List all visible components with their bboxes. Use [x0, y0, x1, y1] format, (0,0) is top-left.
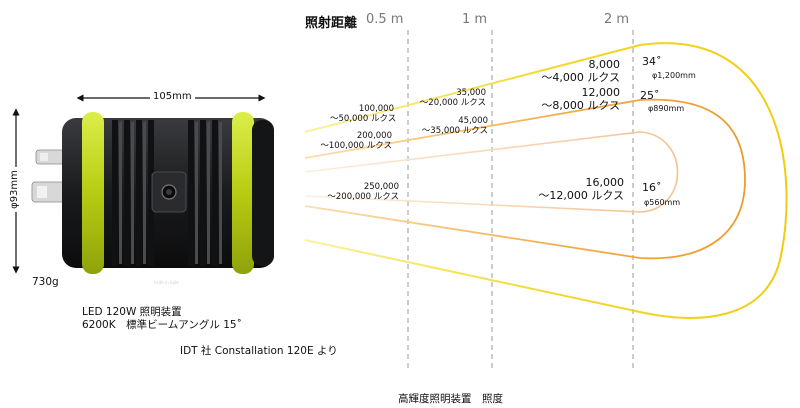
lamp-source: IDT 社 Constallation 120E より — [180, 345, 338, 357]
lamp-weight: 730g — [32, 276, 59, 288]
brand-tagline: truth in light — [154, 280, 179, 285]
angle-34: 34˚ — [642, 55, 662, 68]
angle-16: 16˚ — [642, 181, 662, 194]
beam-mid-25 — [304, 98, 746, 260]
lamp-description-line1: LED 120W 照明装置 — [82, 306, 182, 318]
lux-16-05m: 250,000〜200,000 ルクス — [327, 182, 399, 202]
brand-logo: veritas — [146, 268, 186, 279]
distance-label-05m: 0.5 m — [366, 12, 404, 27]
lux-34-2m: 8,000〜4,000 ルクス — [541, 58, 620, 84]
lux-25-05m: 200,000〜100,000 ルクス — [320, 131, 392, 151]
lux-34-05m: 100,000〜50,000 ルクス — [330, 104, 397, 124]
diameter-1200: φ1,200mm — [652, 71, 696, 80]
lux-16-2m: 16,000〜12,000 ルクス — [538, 176, 624, 202]
lux-25-2m: 12,000〜8,000 ルクス — [541, 86, 620, 112]
beams — [304, 42, 788, 319]
footer-caption: 高輝度照明装置 照度 — [398, 393, 503, 405]
front-bezel — [252, 120, 274, 266]
lux-34-1m: 35,000〜20,000 ルクス — [419, 88, 486, 108]
angle-25: 25˚ — [640, 89, 660, 102]
distance-label-1m: 1 m — [462, 12, 488, 27]
width-dimension-label: 105mm — [150, 91, 195, 102]
lamp-illustration — [31, 112, 274, 274]
cooling-fins — [112, 120, 218, 266]
diameter-890: φ890mm — [648, 104, 685, 113]
distance-label-2m: 2 m — [604, 12, 630, 27]
beam-inner-16 — [304, 131, 679, 213]
diameter-560: φ560mm — [644, 198, 681, 207]
distance-title: 照射距離 — [305, 16, 358, 31]
front-ring — [232, 112, 254, 274]
rear-ring — [82, 112, 104, 274]
lux-25-1m: 45,000〜35,000 ルクス — [421, 116, 488, 136]
distance-guides — [407, 30, 634, 370]
lamp-description-line2: 6200K 標準ビームアングル 15˚ — [82, 319, 242, 331]
beam-outer-34 — [304, 42, 788, 319]
diameter-dimension-label: φ93mm — [8, 167, 20, 212]
